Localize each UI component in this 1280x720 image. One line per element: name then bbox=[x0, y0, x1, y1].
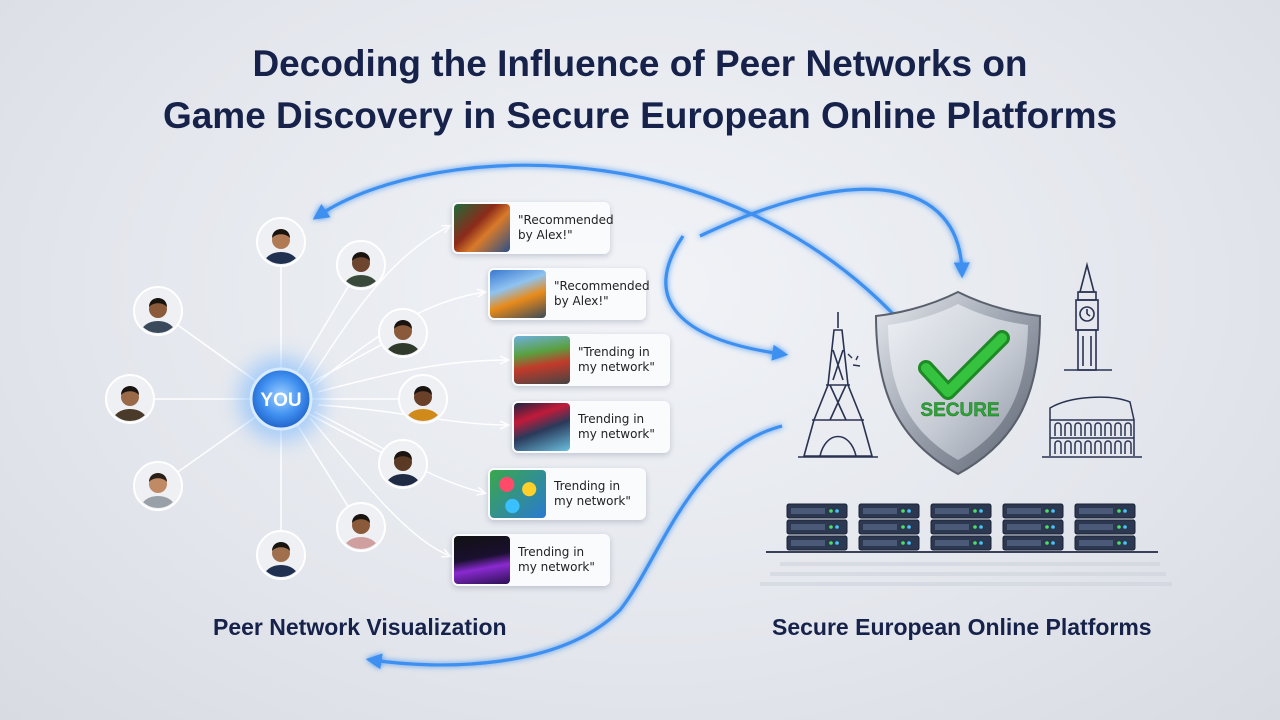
colosseum-icon bbox=[1042, 396, 1142, 458]
secure-shield: SECURE bbox=[874, 290, 1042, 476]
sparkle-icon bbox=[847, 353, 861, 367]
arch bbox=[1104, 422, 1112, 436]
server-rack bbox=[930, 503, 992, 551]
arch bbox=[1074, 422, 1082, 436]
arch bbox=[1084, 440, 1092, 454]
sports-car-game-thumbnail bbox=[514, 403, 570, 451]
peer-avatars bbox=[105, 217, 448, 580]
flow-arrows bbox=[312, 163, 970, 670]
server-reflection bbox=[760, 562, 1172, 586]
arch bbox=[1104, 440, 1112, 454]
peer-avatar bbox=[336, 502, 386, 552]
server-rack bbox=[1074, 503, 1136, 551]
arch bbox=[1124, 422, 1132, 436]
recommendation-text: Trending in my network" bbox=[554, 479, 631, 508]
arrow-to-landmarks bbox=[664, 235, 789, 361]
arch bbox=[1124, 440, 1132, 454]
server-racks bbox=[786, 503, 1136, 551]
arch bbox=[1054, 440, 1062, 454]
server-rack bbox=[786, 503, 848, 551]
recommendation-link bbox=[309, 417, 450, 556]
racing-track-game-thumbnail bbox=[514, 336, 570, 384]
puzzle-candy-game-thumbnail bbox=[490, 470, 546, 518]
shield-label: SECURE bbox=[920, 400, 999, 421]
arrow-to-peers bbox=[312, 163, 942, 371]
arrow-to-shield bbox=[699, 187, 970, 279]
arch bbox=[1064, 422, 1072, 436]
arch bbox=[1064, 440, 1072, 454]
recommendation-card[interactable]: Trending in my network" bbox=[488, 468, 646, 520]
peer-avatar bbox=[105, 374, 155, 424]
recommendation-card[interactable]: Trending in my network" bbox=[512, 401, 670, 453]
peer-avatar bbox=[256, 217, 306, 267]
caption-secure-platforms: Secure European Online Platforms bbox=[772, 614, 1152, 640]
peer-avatar bbox=[256, 530, 306, 580]
server-rack bbox=[1002, 503, 1064, 551]
dragon-game-thumbnail bbox=[454, 204, 510, 252]
you-label: YOU bbox=[260, 390, 301, 411]
recommendation-text: "Recommended by Alex!" bbox=[554, 279, 650, 308]
recommendation-text: Trending in my network" bbox=[578, 412, 655, 441]
arch bbox=[1094, 440, 1102, 454]
recommendation-link bbox=[309, 226, 450, 381]
arch bbox=[1074, 440, 1082, 454]
big-ben-icon bbox=[1064, 261, 1112, 371]
recommendation-text: Trending in my network" bbox=[518, 545, 595, 574]
arch bbox=[1114, 422, 1122, 436]
you-node: YOU bbox=[239, 357, 323, 441]
arrow-to-caption bbox=[365, 424, 783, 670]
peer-avatar bbox=[336, 240, 386, 290]
purple-car-game-thumbnail bbox=[454, 536, 510, 584]
peer-avatar bbox=[133, 461, 183, 511]
arch bbox=[1084, 422, 1092, 436]
server-rack bbox=[858, 503, 920, 551]
recommendation-card[interactable]: "Trending in my network" bbox=[512, 334, 670, 386]
recommendation-link bbox=[317, 360, 508, 393]
eiffel-tower-icon bbox=[798, 312, 878, 458]
recommendation-text: "Recommended by Alex!" bbox=[518, 213, 614, 242]
peer-avatar bbox=[378, 308, 428, 358]
recommendation-text: "Trending in my network" bbox=[578, 345, 655, 374]
caption-peer-network: Peer Network Visualization bbox=[213, 614, 507, 640]
racing-car-game-thumbnail bbox=[490, 270, 546, 318]
peer-avatar bbox=[378, 439, 428, 489]
arch bbox=[1054, 422, 1062, 436]
recommendation-card[interactable]: Trending in my network" bbox=[452, 534, 610, 586]
title-line-2: Game Discovery in Secure European Online… bbox=[162, 95, 1118, 136]
title-line-1: Decoding the Influence of Peer Networks … bbox=[252, 43, 1028, 84]
peer-avatar bbox=[133, 286, 183, 336]
peer-avatar bbox=[398, 374, 448, 424]
arch bbox=[1094, 422, 1102, 436]
page-title: Decoding the Influence of Peer Networks … bbox=[0, 38, 1280, 142]
recommendation-card[interactable]: "Recommended by Alex!" bbox=[488, 268, 650, 320]
recommendation-card[interactable]: "Recommended by Alex!" bbox=[452, 202, 614, 254]
arch bbox=[1114, 440, 1122, 454]
